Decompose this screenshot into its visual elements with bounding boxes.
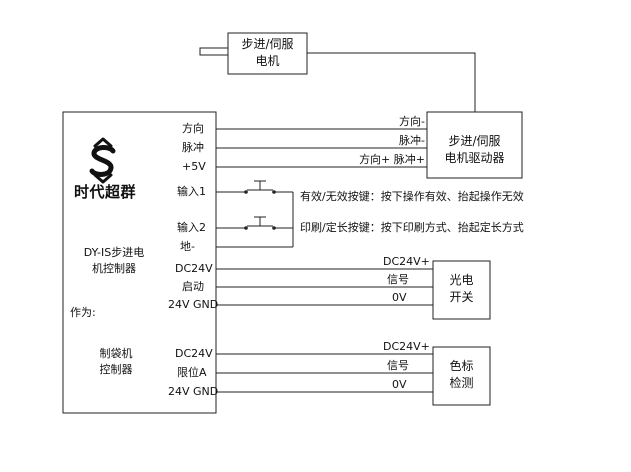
color-wire-dc24v: DC24V+ (383, 340, 430, 353)
button2-description: 印刷/定长按键：按下印刷方式、抬起定长方式 (300, 221, 524, 234)
pin-dc24v-2: DC24V (175, 347, 213, 360)
photo-sensor-box (432, 260, 491, 320)
color-wire-0v: 0V (392, 378, 407, 391)
photo-sensor-line1: 光电 (449, 273, 474, 287)
button1-description: 有效/无效按键：按下操作有效、抬起操作无效 (300, 190, 524, 203)
motor-label-line2: 电机 (255, 54, 280, 68)
button1-terminal-left (244, 190, 248, 194)
pin-start: 启动 (182, 280, 204, 293)
photo-wire-dc24v: DC24V+ (383, 255, 430, 268)
pin-input1: 输入1 (177, 185, 206, 198)
pin-gnd24v-1: 24V GND (168, 298, 219, 311)
button2-terminal-left (244, 226, 248, 230)
pin-gnd24v-2: 24V GND (168, 385, 219, 398)
pin-pulse: 脉冲 (182, 141, 204, 154)
motor-label-line1: 步进/伺服 (241, 37, 294, 51)
color-sensor-box (432, 346, 491, 406)
photo-sensor-line2: 开关 (449, 290, 474, 304)
controller-usage-line1: 制袋机 (99, 347, 133, 360)
photo-wire-0v: 0V (392, 291, 407, 304)
driver-label-line1: 步进/伺服 (448, 134, 501, 148)
driver-label-line2: 电机驱动器 (444, 151, 505, 165)
photo-wire-signal: 信号 (387, 273, 409, 286)
color-sensor-line1: 色标 (449, 359, 474, 373)
driver-signal-dir-plus-pulse-plus: 方向+ 脉冲+ (359, 153, 425, 166)
controller-box (62, 111, 217, 414)
brand-logo-icon (89, 137, 116, 184)
color-wire-signal: 信号 (387, 359, 409, 372)
pin-direction: 方向 (182, 122, 204, 135)
motor-driver-cable (307, 52, 476, 112)
pin-dc24v-1: DC24V (175, 262, 213, 275)
controller-model-line2: 机控制器 (92, 262, 136, 275)
button2-terminal-right (272, 226, 276, 230)
motor-shaft (199, 47, 229, 56)
pin-limit-a: 限位A (177, 366, 207, 379)
button1-terminal-right (272, 190, 276, 194)
driver-signal-pulse-minus: 脉冲- (399, 134, 425, 147)
controller-model-line1: DY-IS步进电 (83, 246, 145, 259)
brand-name: 时代超群 (74, 183, 137, 201)
driver-signal-dir-minus: 方向- (399, 115, 425, 128)
driver-box (426, 111, 523, 179)
color-sensor-line2: 检测 (449, 376, 474, 390)
controller-usage-line2: 控制器 (99, 363, 133, 376)
pin-input2: 输入2 (177, 221, 206, 234)
pin-plus5v: +5V (182, 160, 206, 173)
controller-role: 作为: (70, 306, 96, 319)
pin-ground: 地- (180, 240, 195, 253)
